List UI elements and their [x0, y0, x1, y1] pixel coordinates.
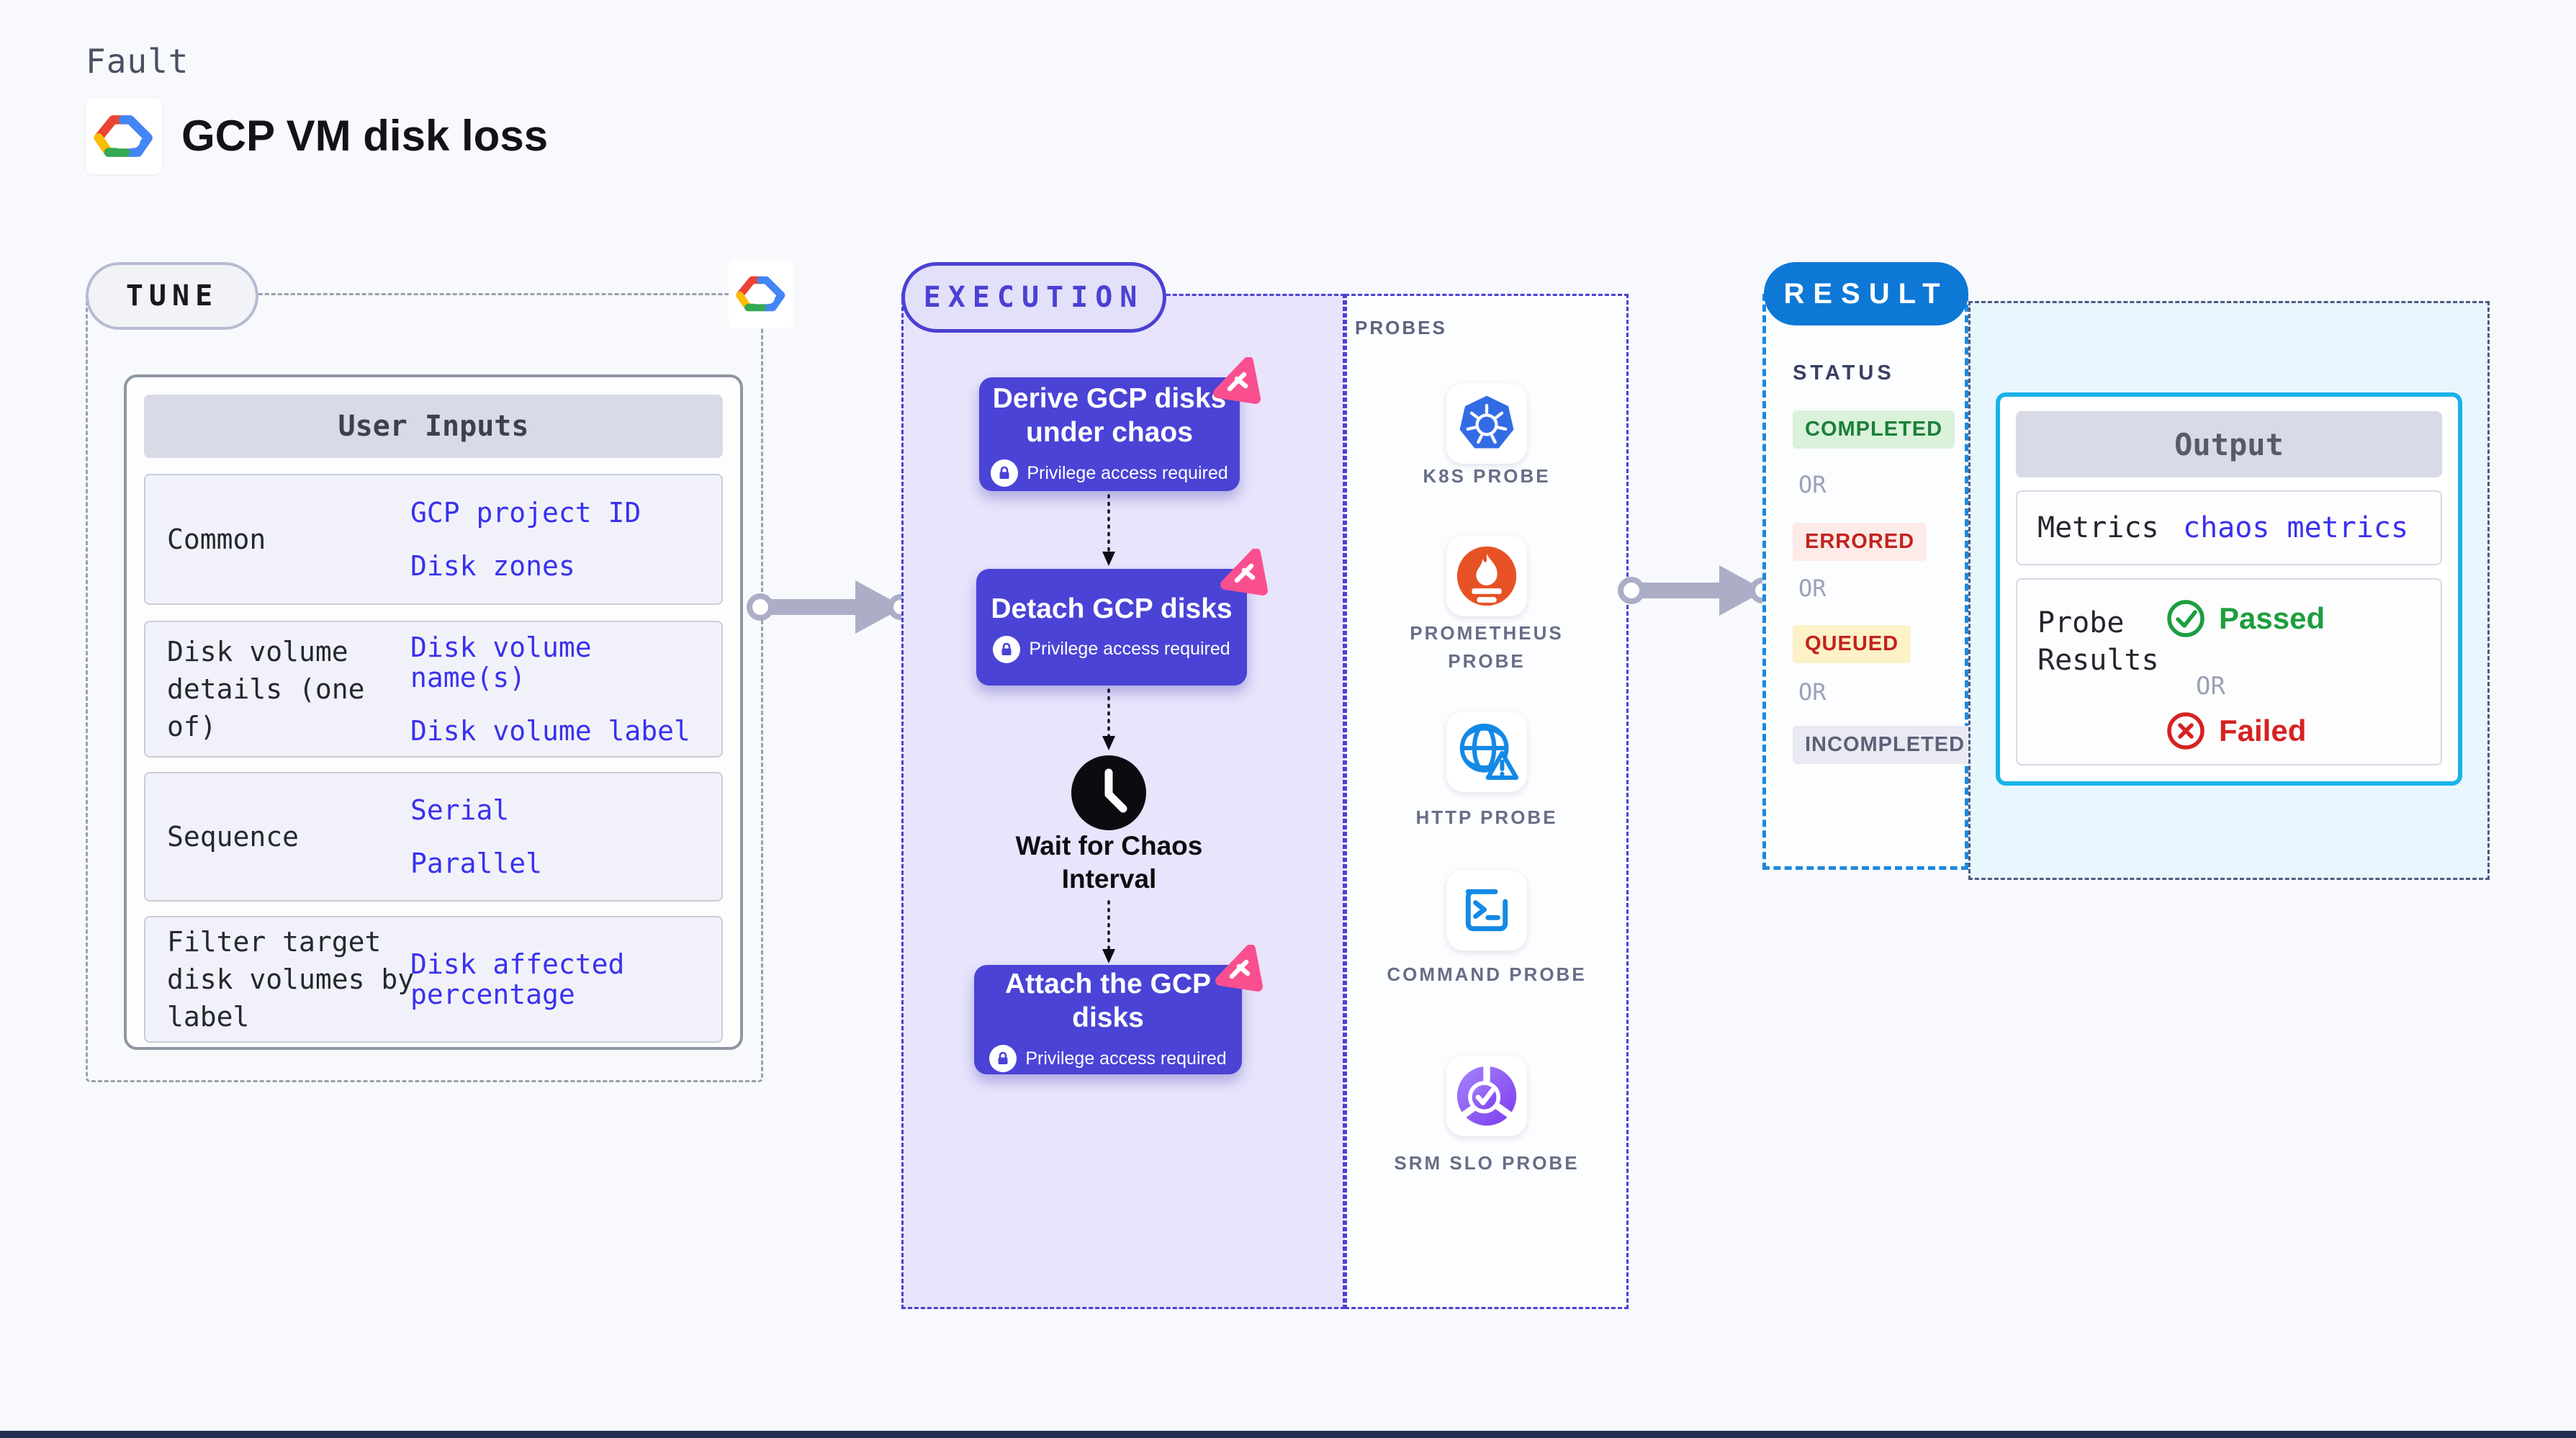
probe-label-srm-slo: SRM SLO PROBE — [1394, 1152, 1580, 1174]
execution-badge: EXECUTION — [901, 262, 1166, 333]
lock-icon — [993, 635, 1021, 663]
user-inputs-table: User Inputs Common GCP project ID Disk z… — [124, 374, 743, 1050]
tune-badge: TUNE — [86, 262, 258, 330]
probe-label-k8s: K8S PROBE — [1423, 465, 1551, 487]
input-row-sequence: Sequence Serial Parallel — [144, 772, 723, 902]
output-header: Output — [2016, 411, 2442, 477]
input-row-common: Common GCP project ID Disk zones — [144, 474, 723, 605]
bottom-bar — [0, 1431, 2576, 1438]
output-card: Output Metrics chaos metrics Probe Resul… — [1996, 392, 2462, 786]
probe-card-http — [1446, 711, 1527, 792]
srm-slo-icon — [1456, 1061, 1517, 1126]
user-inputs-header: User Inputs — [144, 395, 723, 458]
step-derive-gcp-disks: Derive GCP disks under chaos Privilege a… — [979, 377, 1240, 491]
row-label: Filter target disk volumes by label — [167, 926, 415, 1033]
step-detach-gcp-disks: Detach GCP disks Privilege access requir… — [976, 569, 1247, 686]
input-row-disk-volume-details: Disk volume details (one of) Disk volume… — [144, 621, 723, 758]
row-label: Sequence — [167, 821, 300, 853]
prometheus-icon — [1456, 546, 1517, 606]
row-value: Disk volume name(s) — [410, 632, 592, 693]
step-title: Derive GCP disks under chaos — [992, 383, 1227, 448]
row-value: Disk affected percentage — [410, 948, 625, 1010]
status-badge-errored: ERRORED — [1793, 523, 1927, 561]
step-attach-gcp-disks: Attach the GCP disks Privilege access re… — [974, 965, 1242, 1074]
probe-label-http: HTTP PROBE — [1415, 806, 1558, 828]
metrics-label: Metrics — [2037, 511, 2159, 544]
result-status-panel — [1762, 294, 1968, 870]
clock-icon — [1071, 755, 1146, 830]
probe-label-command: COMMAND PROBE — [1387, 963, 1587, 985]
probes-to-result-arrow — [1618, 565, 1775, 616]
or-separator: OR — [1798, 678, 1827, 706]
row-value: Disk zones — [410, 550, 575, 582]
probe-card-prometheus — [1446, 536, 1527, 616]
lock-icon — [989, 1045, 1017, 1072]
metrics-value: chaos metrics — [2183, 511, 2409, 544]
chaos-fault-icon — [1220, 549, 1269, 598]
step-connector — [1102, 900, 1115, 963]
probe-card-srm-slo — [1446, 1056, 1527, 1136]
step-connector — [1102, 688, 1115, 750]
privilege-note: Privilege access required — [993, 635, 1230, 663]
wait-step-label: Wait for Chaos Interval — [1015, 831, 1203, 894]
row-value: GCP project ID — [410, 497, 641, 529]
privilege-note: Privilege access required — [989, 1045, 1227, 1072]
step-title: Attach the GCP disks — [1004, 969, 1212, 1033]
status-badge-queued: QUEUED — [1793, 625, 1911, 663]
row-label: Common — [167, 523, 266, 555]
probe-card-k8s — [1446, 383, 1527, 464]
or-separator: OR — [2196, 672, 2225, 701]
gcp-cloud-logo-icon-small — [729, 259, 793, 328]
globe-warning-icon — [1459, 724, 1519, 780]
status-badge-incompleted: INCOMPLETED — [1793, 726, 1978, 764]
row-label: Disk volume details (one of) — [167, 636, 365, 742]
tune-to-execution-arrow — [747, 580, 914, 634]
passed-check-icon — [2167, 600, 2205, 637]
or-separator: OR — [1798, 575, 1827, 602]
probe-results-row: Probe Results Passed OR Failed — [2016, 578, 2442, 765]
probe-card-command — [1446, 870, 1527, 951]
chaos-fault-icon — [1212, 357, 1261, 406]
row-value: Serial — [410, 794, 510, 826]
failed-label: Failed — [2219, 714, 2307, 747]
fault-eyebrow: Fault — [86, 42, 189, 81]
status-label: STATUS — [1793, 361, 1895, 385]
chaos-fault-icon — [1215, 945, 1264, 994]
page-title: GCP VM disk loss — [181, 112, 549, 160]
kubernetes-icon — [1459, 395, 1514, 449]
or-separator: OR — [1798, 471, 1827, 498]
probes-label: PROBES — [1355, 317, 1447, 338]
row-value: Parallel — [410, 848, 543, 879]
terminal-icon — [1465, 889, 1508, 932]
probe-label-prometheus: PROMETHEUS PROBE — [1410, 622, 1564, 672]
input-row-filter-target: Filter target disk volumes by label Disk… — [144, 916, 723, 1043]
status-badge-completed: COMPLETED — [1793, 410, 1955, 449]
tune-section — [86, 293, 763, 1082]
failed-x-icon — [2167, 712, 2205, 750]
gcp-cloud-logo-icon — [86, 98, 162, 174]
metrics-row: Metrics chaos metrics — [2016, 490, 2442, 565]
result-badge: RESULT — [1764, 262, 1968, 325]
step-connector — [1102, 494, 1115, 566]
row-value: Disk volume label — [410, 715, 690, 747]
passed-label: Passed — [2219, 601, 2325, 635]
lock-icon — [991, 459, 1019, 487]
step-title: Detach GCP disks — [991, 593, 1233, 624]
probe-results-label: Probe Results — [2037, 606, 2159, 677]
privilege-note: Privilege access required — [991, 459, 1228, 487]
